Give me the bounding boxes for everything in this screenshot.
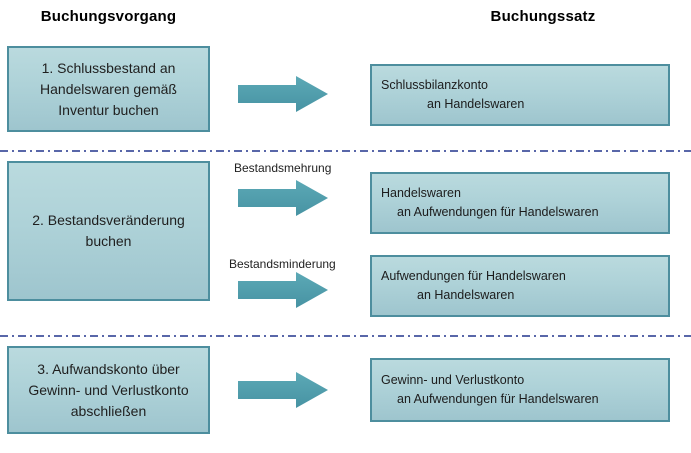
process-box-step1: 1. Schlussbestand an Handelswaren gemäß … xyxy=(7,46,210,132)
entry-box-step2-increase: Handelswaren an Aufwendungen für Handels… xyxy=(370,172,670,234)
arrow-label-bestandsmehrung: Bestandsmehrung xyxy=(234,161,332,175)
entry-credit-line: an Handelswaren xyxy=(427,97,525,111)
column-header-buchungssatz: Buchungssatz xyxy=(490,8,596,25)
process-box-step2-label: 2. Bestandsveränderung buchen xyxy=(32,212,185,249)
right-arrow-icon xyxy=(238,76,328,112)
entry-credit-line: an Aufwendungen für Handelswaren xyxy=(397,392,599,406)
entry-box-step2-decrease: Aufwendungen für Handelswaren an Handels… xyxy=(370,255,670,317)
column-header-buchungsvorgang: Buchungsvorgang xyxy=(40,8,177,25)
entry-credit-line: an Aufwendungen für Handelswaren xyxy=(397,205,599,219)
entry-debit-line: Gewinn- und Verlustkonto xyxy=(381,373,525,387)
process-box-step1-label: 1. Schlussbestand an Handelswaren gemäß … xyxy=(40,59,177,118)
entry-debit-line: Schlussbilanzkonto xyxy=(381,78,489,92)
right-arrow-icon xyxy=(238,372,328,408)
process-box-step2: 2. Bestandsveränderung buchen xyxy=(7,161,210,301)
entry-box-step1: Schlussbilanzkonto an Handelswaren xyxy=(370,64,670,126)
section-divider xyxy=(0,325,691,337)
entry-debit-line: Aufwendungen für Handelswaren xyxy=(381,269,566,283)
right-arrow-icon xyxy=(238,180,328,216)
entry-credit-line: an Handelswaren xyxy=(417,288,515,302)
section-divider xyxy=(0,140,691,152)
process-box-step3-label: 3. Aufwandskonto über Gewinn- und Verlus… xyxy=(28,360,189,419)
entry-debit-line: Handelswaren xyxy=(381,186,461,200)
arrow-label-bestandsminderung: Bestandsminderung xyxy=(229,257,336,271)
process-box-step3: 3. Aufwandskonto über Gewinn- und Verlus… xyxy=(7,346,210,434)
right-arrow-icon xyxy=(238,272,328,308)
entry-box-step3: Gewinn- und Verlustkonto an Aufwendungen… xyxy=(370,358,670,422)
